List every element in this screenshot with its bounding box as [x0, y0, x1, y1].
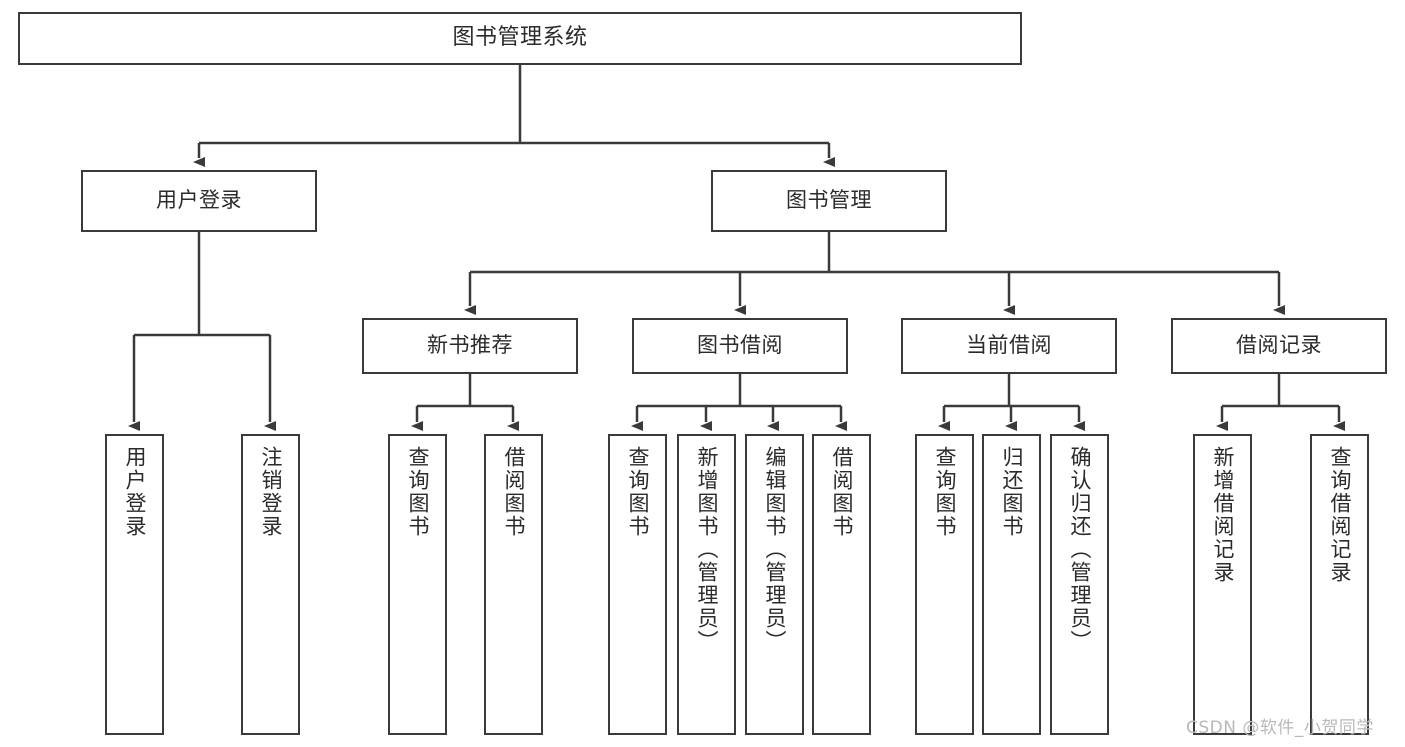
- node-user-login[interactable]: 用户登录: [81, 170, 317, 232]
- node-leaf-query-book-1-label: 查询图书: [406, 446, 430, 538]
- node-root[interactable]: 图书管理系统: [18, 12, 1022, 65]
- node-book-borrow-label: 图书借阅: [697, 333, 783, 358]
- node-leaf-add-record-label: 新增借阅记录: [1211, 446, 1235, 584]
- node-leaf-confirm-return-label: 确认归还（管理员）: [1068, 446, 1092, 653]
- node-leaf-add-record[interactable]: 新增借阅记录: [1193, 434, 1252, 735]
- node-leaf-borrow-book-1-label: 借阅图书: [502, 446, 526, 538]
- node-leaf-logout[interactable]: 注销登录: [241, 434, 300, 735]
- node-borrow-record[interactable]: 借阅记录: [1171, 318, 1387, 374]
- node-book-manage[interactable]: 图书管理: [711, 170, 947, 232]
- node-current-borrow-label: 当前借阅: [966, 333, 1052, 358]
- node-leaf-query-book-2[interactable]: 查询图书: [608, 434, 667, 735]
- node-book-manage-label: 图书管理: [786, 188, 872, 213]
- node-leaf-borrow-book-1[interactable]: 借阅图书: [484, 434, 543, 735]
- node-leaf-borrow-book-2-label: 借阅图书: [830, 446, 854, 538]
- node-borrow-record-label: 借阅记录: [1236, 333, 1322, 358]
- node-leaf-logout-label: 注销登录: [259, 446, 283, 538]
- node-current-borrow[interactable]: 当前借阅: [901, 318, 1117, 374]
- node-leaf-query-book-1[interactable]: 查询图书: [388, 434, 447, 735]
- node-book-borrow[interactable]: 图书借阅: [632, 318, 848, 374]
- node-leaf-return-book-label: 归还图书: [1000, 446, 1024, 538]
- csdn-watermark: CSDN @软件_小贺同学: [1186, 718, 1374, 738]
- node-leaf-query-book-3[interactable]: 查询图书: [915, 434, 974, 735]
- node-leaf-edit-book-label: 编辑图书（管理员）: [763, 446, 787, 653]
- node-leaf-query-record[interactable]: 查询借阅记录: [1310, 434, 1369, 735]
- node-leaf-add-book[interactable]: 新增图书（管理员）: [677, 434, 736, 735]
- node-leaf-confirm-return[interactable]: 确认归还（管理员）: [1050, 434, 1109, 735]
- node-leaf-query-book-3-label: 查询图书: [933, 446, 957, 538]
- node-leaf-borrow-book-2[interactable]: 借阅图书: [812, 434, 871, 735]
- node-user-login-label: 用户登录: [156, 188, 242, 213]
- node-leaf-user-login-label: 用户登录: [123, 446, 147, 538]
- node-new-book-rec-label: 新书推荐: [427, 333, 513, 358]
- node-leaf-user-login[interactable]: 用户登录: [105, 434, 164, 735]
- node-new-book-rec[interactable]: 新书推荐: [362, 318, 578, 374]
- node-leaf-edit-book[interactable]: 编辑图书（管理员）: [745, 434, 804, 735]
- node-leaf-query-record-label: 查询借阅记录: [1328, 446, 1352, 584]
- node-leaf-add-book-label: 新增图书（管理员）: [695, 446, 719, 653]
- node-leaf-query-book-2-label: 查询图书: [626, 446, 650, 538]
- node-leaf-return-book[interactable]: 归还图书: [982, 434, 1041, 735]
- node-root-label: 图书管理系统: [452, 25, 588, 51]
